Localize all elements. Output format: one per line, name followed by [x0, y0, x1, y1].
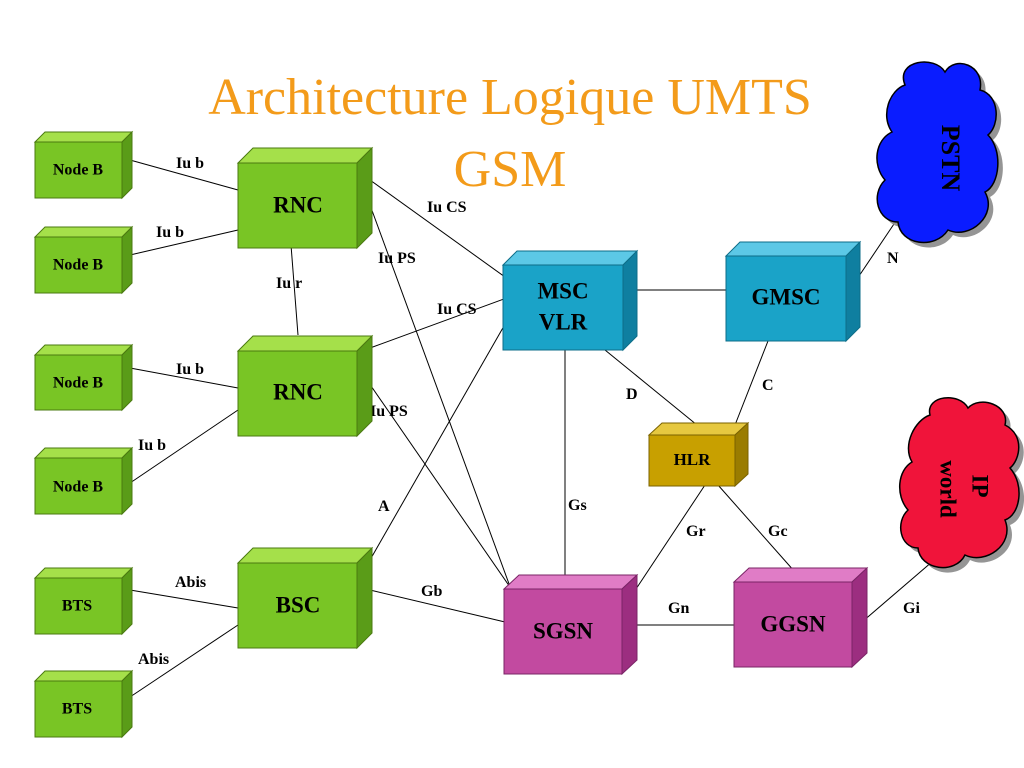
- node-b-box: Node B: [33, 446, 134, 516]
- gmsc-box: GMSC: [724, 240, 862, 343]
- label-iups-1: Iu PS: [378, 250, 416, 267]
- node-b-box: Node B: [33, 343, 134, 412]
- link-rnc2-sgsn: [359, 369, 513, 591]
- title-line-2: GSM: [453, 141, 567, 198]
- link-bts2-bsc: [129, 624, 239, 698]
- label-iucs-1: Iu CS: [427, 199, 467, 216]
- node-b-label: Node B: [53, 375, 104, 392]
- link-rnc1-msc: [369, 179, 513, 283]
- link-nodeb4-rnc2: [129, 409, 239, 484]
- link-rnc1-sgsn: [369, 204, 513, 593]
- link-bsc-sgsn: [369, 589, 506, 623]
- label-gs: Gs: [568, 497, 587, 514]
- label-gr: Gr: [686, 523, 706, 540]
- label-abis-2: Abis: [138, 651, 169, 668]
- pstn-label: PSTN: [936, 125, 965, 192]
- link-hlr-sgsn: [631, 484, 706, 596]
- bts-label: BTS: [62, 701, 92, 718]
- sgsn-label: SGSN: [533, 618, 593, 643]
- node-b-box: Node B: [33, 225, 134, 295]
- label-iur: Iu r: [276, 275, 302, 292]
- label-gb: Gb: [421, 583, 442, 600]
- link-rnc1-rnc2: [290, 244, 299, 336]
- rnc-label: RNC: [273, 192, 323, 217]
- ggsn-box: GGSN: [732, 566, 869, 669]
- gmsc-label: GMSC: [752, 284, 821, 309]
- link-nodeb3-rnc2: [129, 367, 239, 389]
- label-abis-1: Abis: [175, 574, 206, 591]
- link-bsc-msc: [369, 311, 513, 561]
- bts-label: BTS: [62, 598, 92, 615]
- link-labels: Iu b Iu b Iu b Iu b Iu r Iu CS Iu PS Iu …: [138, 155, 920, 668]
- link-hlr-ggsn: [717, 484, 796, 573]
- bts-box: BTS: [33, 669, 134, 739]
- rnc-box: RNC: [236, 146, 374, 250]
- ggsn-label: GGSN: [760, 611, 826, 636]
- ip-label: IP: [968, 475, 993, 498]
- label-iub-3: Iu b: [176, 361, 204, 378]
- bts-box: BTS: [33, 566, 134, 636]
- label-gn: Gn: [668, 600, 689, 617]
- world-label: world: [936, 460, 961, 518]
- label-n: N: [887, 250, 899, 267]
- link-gmsc-hlr: [734, 340, 769, 426]
- node-b-box: Node B: [33, 130, 134, 200]
- nodes: Node B Node B Node B Node B BTS: [33, 130, 869, 739]
- hlr-label: HLR: [674, 450, 712, 469]
- link-ggsn-ip: [861, 554, 941, 623]
- label-gc: Gc: [768, 523, 788, 540]
- bsc-label: BSC: [276, 592, 321, 617]
- label-iucs-2: Iu CS: [437, 301, 477, 318]
- link-msc-hlr: [604, 349, 698, 426]
- label-iub-1: Iu b: [176, 155, 204, 172]
- label-iub-4: Iu b: [138, 437, 166, 454]
- rnc-label: RNC: [273, 379, 323, 404]
- label-gi: Gi: [903, 600, 920, 617]
- msc-label: MSC: [537, 278, 588, 303]
- link-bts1-bsc: [129, 589, 239, 609]
- link-gmsc-pstn: [854, 217, 899, 283]
- msc-vlr-box: MSC VLR: [501, 249, 639, 352]
- label-c: C: [762, 377, 774, 394]
- link-nodeb2-rnc1: [129, 229, 239, 256]
- link-nodeb1-rnc1: [129, 159, 239, 191]
- rnc-box: RNC: [236, 334, 374, 438]
- node-b-label: Node B: [53, 479, 104, 496]
- ip-world-cloud: IP world: [899, 397, 1020, 569]
- link-rnc2-msc: [369, 295, 513, 349]
- pstn-cloud: PSTN: [876, 61, 999, 244]
- vlr-label: VLR: [539, 309, 588, 334]
- hlr-box: HLR: [647, 421, 750, 488]
- label-d: D: [626, 386, 638, 403]
- diagram-title: Architecture Logique UMTS GSM: [100, 62, 920, 206]
- title-line-1: Architecture Logique UMTS: [208, 69, 812, 126]
- bsc-box: BSC: [236, 546, 374, 650]
- sgsn-box: SGSN: [502, 573, 639, 676]
- connection-lines: [129, 159, 941, 698]
- label-a: A: [378, 498, 390, 515]
- label-iub-2: Iu b: [156, 224, 184, 241]
- node-b-label: Node B: [53, 257, 104, 274]
- label-iups-2: Iu PS: [370, 403, 408, 420]
- node-b-label: Node B: [53, 162, 104, 179]
